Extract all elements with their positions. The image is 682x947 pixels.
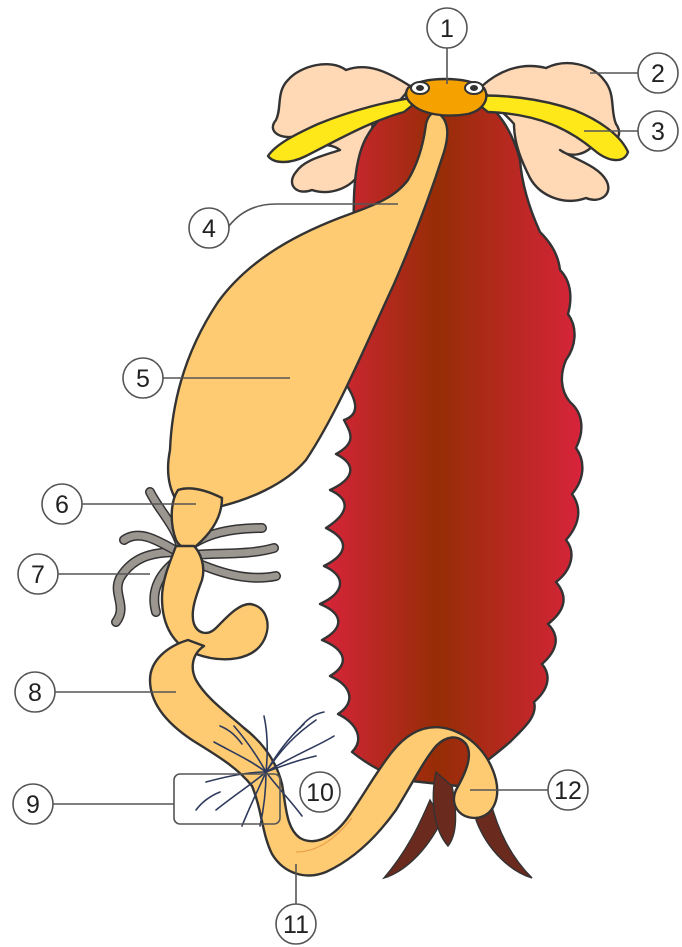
callout-7-text: 7 (31, 561, 45, 589)
tubule-7-core (124, 536, 178, 552)
callout-2: 2 (638, 53, 678, 93)
callout-1-text: 1 (440, 15, 454, 43)
eye-right-pupil (470, 85, 478, 91)
muscle-body (320, 96, 582, 786)
callout-11: 11 (276, 904, 316, 944)
callout-9: 9 (13, 784, 53, 824)
callout-3-text: 3 (651, 118, 665, 146)
callout-3: 3 (638, 111, 678, 151)
callout-9-text: 9 (26, 791, 40, 819)
eye-left-pupil (416, 85, 424, 91)
callout-12-text: 12 (554, 777, 582, 805)
callout-8: 8 (15, 672, 55, 712)
callout-6-text: 6 (55, 491, 69, 519)
callout-12: 12 (548, 770, 588, 810)
callout-10-text: 10 (306, 779, 334, 807)
callout-5: 5 (123, 358, 163, 398)
callout-11-text: 11 (283, 911, 309, 939)
callout-7: 7 (18, 554, 58, 594)
callout-4-text: 4 (202, 215, 216, 243)
callout-10: 10 (300, 772, 340, 812)
callout-6: 6 (42, 484, 82, 524)
callout-1: 1 (427, 8, 467, 48)
callout-8-text: 8 (28, 679, 42, 707)
midgut-tube (162, 546, 268, 659)
callout-2-text: 2 (651, 60, 665, 88)
callout-5-text: 5 (136, 365, 150, 393)
callout-4: 4 (189, 208, 229, 248)
